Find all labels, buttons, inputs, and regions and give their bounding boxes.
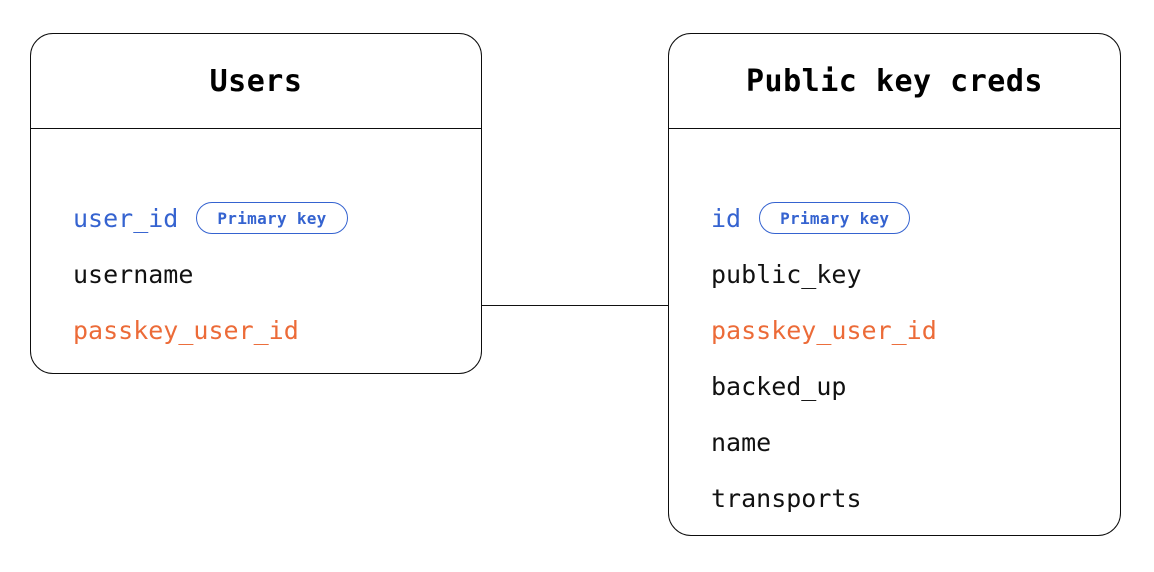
relationship-connector-line — [481, 305, 669, 306]
entity-title-users: Users — [209, 63, 303, 99]
field-row-user-id[interactable]: user_id Primary key — [31, 190, 481, 246]
field-name-user-id: user_id — [73, 203, 179, 233]
field-list-users: user_id Primary key username passkey_use… — [31, 128, 481, 373]
field-name-transports: transports — [711, 483, 862, 513]
field-name-name: name — [711, 427, 772, 457]
field-list-public-key-creds: id Primary key public_key passkey_user_i… — [669, 128, 1120, 535]
entity-card-users[interactable]: Users user_id Primary key username passk… — [30, 33, 482, 374]
field-row-backed-up[interactable]: backed_up — [669, 358, 1120, 414]
field-row-id[interactable]: id Primary key — [669, 190, 1120, 246]
field-name-passkey-user-id: passkey_user_id — [73, 315, 299, 345]
entity-title-public-key-creds: Public key creds — [746, 63, 1043, 99]
field-row-passkey-user-id[interactable]: passkey_user_id — [31, 302, 481, 358]
field-row-transports[interactable]: transports — [669, 470, 1120, 526]
primary-key-badge: Primary key — [759, 202, 911, 234]
field-name-public-key: public_key — [711, 259, 862, 289]
field-name-username: username — [73, 259, 194, 289]
field-row-name[interactable]: name — [669, 414, 1120, 470]
field-row-passkey-user-id[interactable]: passkey_user_id — [669, 302, 1120, 358]
field-name-passkey-user-id: passkey_user_id — [711, 315, 937, 345]
entity-header-divider — [669, 128, 1120, 129]
field-row-public-key[interactable]: public_key — [669, 246, 1120, 302]
field-name-id: id — [711, 203, 742, 233]
entity-header-divider — [31, 128, 481, 129]
field-name-backed-up: backed_up — [711, 371, 847, 401]
field-row-username[interactable]: username — [31, 246, 481, 302]
entity-card-public-key-creds[interactable]: Public key creds id Primary key public_k… — [668, 33, 1121, 536]
primary-key-badge: Primary key — [196, 202, 348, 234]
